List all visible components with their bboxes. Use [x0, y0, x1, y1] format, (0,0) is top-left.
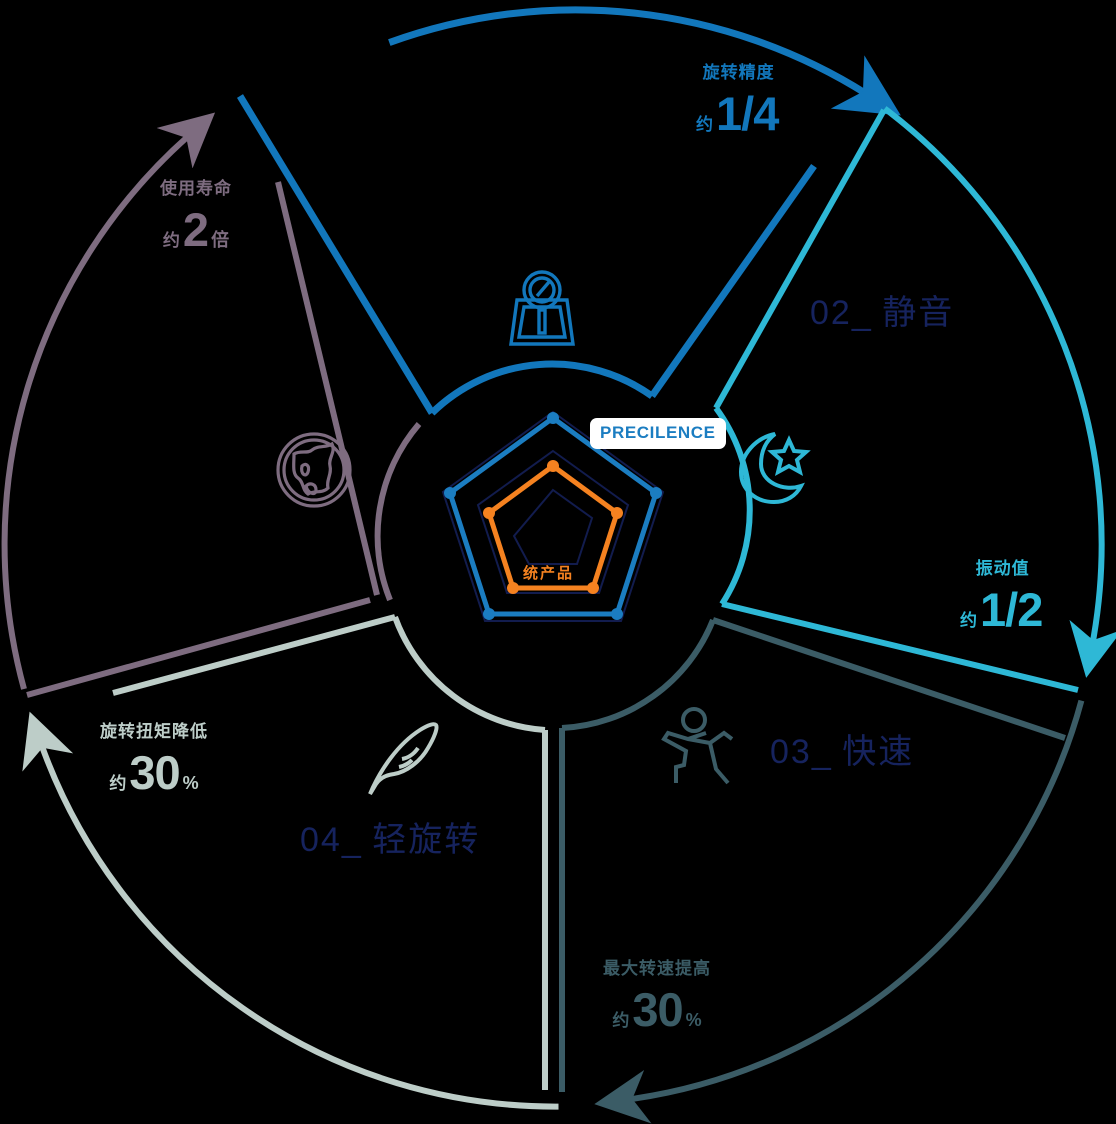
radar-points-competitor	[483, 460, 623, 594]
arc-outer-04	[22, 711, 559, 1110]
metric-vibration-prefix: 约	[960, 611, 977, 630]
spoke-02-end	[721, 601, 1079, 693]
metric-vibration-number: 1/2	[980, 583, 1043, 636]
section-title-04: 04_ 轻旋转	[300, 823, 480, 857]
metric-max-speed-title: 最大转速提高	[603, 959, 711, 978]
metric-torque-unit: %	[182, 773, 199, 793]
section-02-number: 02	[810, 294, 852, 332]
metric-max-speed-number: 30	[632, 983, 683, 1036]
radar-grid	[441, 410, 665, 622]
inner-arc-02	[713, 406, 753, 606]
spoke-01-end	[649, 163, 817, 399]
radar-ring-middle	[476, 449, 630, 594]
inner-arc-03	[561, 618, 716, 731]
running-person-icon	[661, 707, 734, 785]
competitor-label: 统产品	[523, 565, 575, 582]
inner-arc-04	[392, 615, 546, 733]
section-02-sep: _	[851, 294, 871, 332]
section-title-03: 03_ 快速	[770, 735, 914, 769]
metric-lifespan-number: 2	[182, 203, 209, 256]
metric-lifespan-prefix: 约	[162, 231, 180, 250]
section-03-number: 03	[770, 733, 812, 771]
arc-outer-02	[882, 106, 1116, 678]
arc-outer-01	[388, 6, 901, 116]
metric-max-speed: 最大转速提高 约 30 %	[603, 960, 711, 1033]
metric-lifespan-value: 约 2 倍	[160, 206, 232, 253]
arc-outer-03	[594, 699, 1085, 1124]
spoke-02-start	[713, 108, 887, 410]
inner-arc-05	[374, 422, 422, 602]
radar-ring-inner	[512, 488, 594, 565]
metric-torque-value: 约 30 %	[100, 749, 208, 796]
section-04-sep: _	[341, 821, 361, 859]
metric-lifespan-unit: 倍	[211, 230, 230, 250]
metric-max-speed-value: 约 30 %	[603, 986, 711, 1033]
metric-max-speed-prefix: 约	[612, 1011, 630, 1030]
section-02-name: 静音	[882, 294, 955, 332]
metric-vibration-title: 振动值	[975, 559, 1030, 578]
metric-lifespan: 使用寿命 约 2 倍	[160, 180, 232, 253]
spoke-05-end	[275, 181, 380, 596]
section-04-number: 04	[300, 821, 342, 859]
spoke-04-end	[112, 614, 396, 696]
radar-series-competitor	[486, 462, 620, 591]
feather-icon	[368, 722, 439, 796]
section-03-name: 快速	[842, 733, 915, 771]
spoke-01-start	[237, 94, 435, 415]
section-04-name: 轻旋转	[372, 821, 481, 859]
metric-torque-number: 30	[129, 746, 180, 799]
metric-vibration: 振动值 约 1/2	[960, 560, 1045, 633]
precision-gauge-icon	[509, 270, 575, 346]
radar-series-precilence	[447, 414, 659, 617]
metric-lifespan-title: 使用寿命	[160, 179, 232, 198]
metric-torque-title: 旋转扭矩降低	[100, 722, 208, 741]
metric-accuracy-number: 1/4	[716, 87, 779, 140]
precilence-badge: PRECILENCE	[592, 420, 724, 447]
metric-torque-prefix: 约	[109, 774, 127, 793]
radar-ring-outer	[441, 410, 665, 622]
metric-vibration-value: 约 1/2	[960, 586, 1045, 633]
section-title-02: 02_ 静音	[810, 296, 954, 330]
moon-star-icon	[738, 432, 811, 504]
radar-points-precilence	[444, 412, 662, 620]
metric-accuracy-value: 约 1/4	[696, 90, 781, 137]
arc-outer-05	[1, 112, 216, 690]
metric-torque: 旋转扭矩降低 约 30 %	[100, 723, 208, 796]
section-03-sep: _	[811, 733, 831, 771]
inner-arc-01	[429, 360, 655, 416]
metric-accuracy: 旋转精度 约 1/4	[696, 64, 781, 137]
metric-accuracy-prefix: 约	[696, 115, 713, 134]
metric-accuracy-title: 旋转精度	[702, 63, 775, 82]
spoke-05-start	[26, 597, 371, 698]
metric-max-speed-unit: %	[685, 1010, 702, 1030]
globe-icon	[276, 432, 352, 508]
spoke-03-start	[712, 617, 1066, 741]
